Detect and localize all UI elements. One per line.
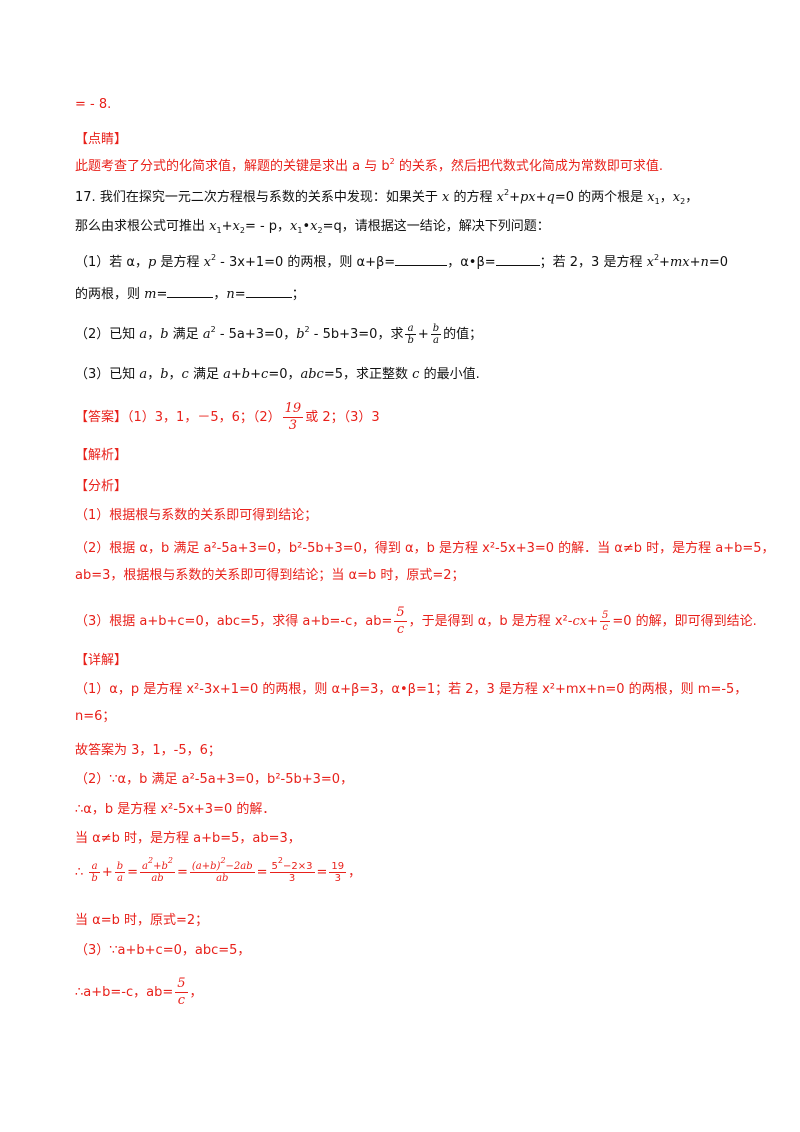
xiangjie-line-9: （3）∵a+b+c=0，abc=5， — [75, 943, 251, 958]
xiangjie-line-1: （1）α，p 是方程 x²-3x+1=0 的两根，则 α+β=3，α•β=1；若… — [75, 682, 748, 697]
question-intro-line2: 那么由求根公式可推出 x1+x2= - p，x1•x2=q，请根据这一结论，解决… — [75, 219, 550, 235]
xiangjie-line-3: 故答案为 3，1，-5，6； — [75, 743, 221, 758]
question-part1-line2: 的两根，则 m=，n=； — [75, 287, 305, 302]
fenxi-line-3: ab=3，根据根与系数的关系即可得到结论；当 α=b 时，原式=2； — [75, 568, 465, 583]
question-part1: （1）若 α，p 是方程 x2 - 3x+1=0 的两根，则 α+β=，α•β=… — [75, 253, 729, 271]
xiangjie-line-2: n=6； — [75, 709, 116, 724]
fenxi-title: 【分析】 — [75, 479, 128, 494]
question-intro: 17. 我们在探究一元二次方程根与系数的关系中发现：如果关于 x 的方程 x2+… — [75, 188, 699, 206]
xiangjie-title: 【详解】 — [75, 653, 128, 668]
dianjing-text: 此题考查了分式的化简求值，解题的关键是求出 a 与 b2 的关系，然后把代数式化… — [75, 157, 663, 175]
fenxi-line-1: （1）根据根与系数的关系即可得到结论； — [75, 508, 318, 523]
question-part3: （3）已知 a，b，c 满足 a+b+c=0，abc=5，求正整数 c 的最小值… — [75, 367, 480, 382]
xiangjie-line-6: 当 α≠b 时，是方程 a+b=5，ab=3， — [75, 831, 301, 846]
xiangjie-line-5: ∴α，b 是方程 x²-5x+3=0 的解． — [75, 802, 276, 817]
xiangjie-line-8: 当 α=b 时，原式=2； — [75, 913, 209, 928]
jiexi-title: 【解析】 — [75, 448, 128, 463]
dianjing-title: 【点睛】 — [75, 132, 128, 147]
fenxi-line-2: （2）根据 α，b 满足 a²-5a+3=0，b²-5b+3=0，得到 α，b … — [75, 541, 775, 556]
xiangjie-line-4: （2）∵α，b 满足 a²-5a+3=0，b²-5b+3=0， — [75, 772, 354, 787]
top-result: = - 8. — [75, 97, 112, 112]
